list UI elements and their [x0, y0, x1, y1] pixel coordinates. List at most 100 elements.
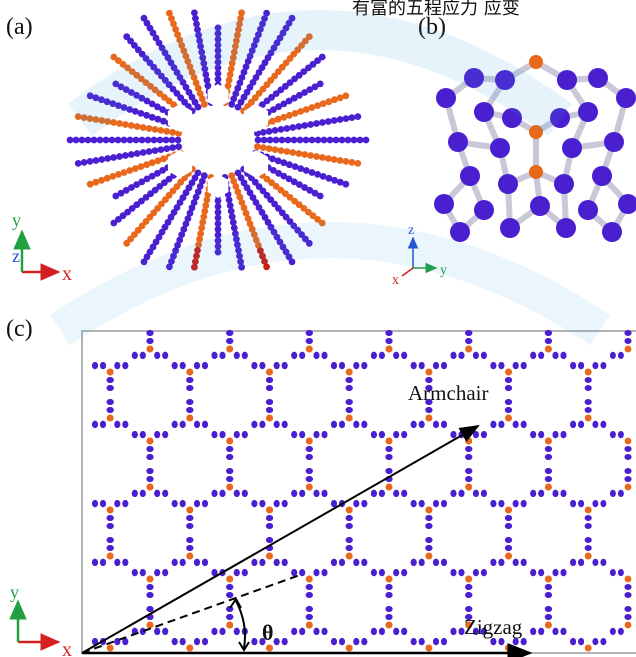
atom: [214, 243, 222, 250]
atom: [313, 431, 320, 439]
atom: [600, 558, 607, 567]
atom: [261, 258, 268, 265]
atom: [464, 68, 484, 88]
atom: [552, 351, 559, 359]
atom: [240, 204, 248, 212]
atom: [167, 213, 175, 221]
atom: [112, 192, 120, 200]
atom: [505, 552, 512, 560]
atom: [214, 220, 222, 228]
atom: [227, 207, 235, 215]
atom: [193, 20, 200, 28]
atom: [165, 97, 173, 105]
atom: [234, 241, 241, 249]
atom: [154, 169, 161, 177]
atom: [297, 108, 305, 115]
atom: [325, 174, 333, 182]
atom: [162, 627, 169, 636]
atom: [578, 102, 598, 122]
atom: [393, 569, 400, 577]
atom: [179, 79, 187, 86]
atom: [202, 362, 208, 370]
panel-a-axes: y z x: [12, 210, 72, 285]
atom: [270, 167, 277, 174]
atom: [344, 136, 352, 144]
atom: [86, 158, 94, 165]
atom: [498, 638, 505, 646]
atom: [592, 166, 612, 186]
atom: [302, 136, 310, 144]
atom: [425, 407, 433, 413]
atom: [283, 148, 291, 155]
atom: [552, 431, 559, 439]
atom: [249, 79, 257, 86]
atom: [146, 606, 154, 612]
atom: [275, 169, 282, 177]
atom: [286, 161, 293, 169]
atom: [285, 97, 293, 105]
atom: [200, 213, 208, 221]
atom: [161, 196, 169, 204]
atom: [166, 9, 173, 17]
atom: [154, 115, 162, 123]
atom: [194, 558, 200, 567]
atom: [172, 247, 180, 255]
atom: [186, 209, 194, 217]
atom: [201, 207, 209, 215]
atom: [560, 351, 567, 359]
atom: [529, 125, 543, 139]
atom: [106, 506, 114, 514]
atom: [180, 225, 188, 233]
atom: [263, 175, 271, 183]
atom: [544, 338, 553, 344]
atom: [265, 145, 273, 153]
atom: [313, 489, 320, 497]
atom: [410, 500, 417, 508]
atom: [624, 454, 632, 460]
atom: [297, 165, 305, 173]
atom: [154, 157, 162, 165]
atom: [273, 233, 281, 241]
atom: [181, 98, 189, 106]
atom: [600, 420, 607, 428]
atom: [305, 239, 313, 247]
atom: [378, 627, 385, 636]
atom: [465, 483, 473, 491]
atom: [313, 153, 320, 160]
atom: [238, 263, 246, 271]
atom: [305, 330, 313, 336]
atom: [259, 129, 267, 136]
atom: [618, 194, 636, 214]
atom: [490, 138, 510, 158]
atom: [342, 158, 350, 165]
atom: [106, 368, 114, 376]
atom: [143, 253, 151, 261]
atom: [191, 9, 198, 17]
atom: [314, 171, 321, 178]
atom: [137, 110, 145, 117]
atom: [131, 231, 138, 239]
atom: [151, 86, 159, 94]
atom: [146, 248, 154, 256]
atom: [147, 190, 155, 198]
atom: [465, 468, 473, 474]
atom: [282, 190, 289, 198]
atom: [214, 197, 222, 205]
atom: [472, 569, 479, 577]
atom: [229, 218, 237, 226]
atom: [255, 31, 262, 39]
atom: [472, 627, 479, 636]
panel-a-axis-x: x: [62, 263, 72, 285]
atom: [495, 70, 515, 90]
atom: [305, 446, 313, 452]
atom: [570, 638, 577, 646]
atom: [122, 362, 129, 370]
atom: [295, 71, 303, 79]
atom: [305, 338, 313, 344]
atom: [162, 489, 169, 497]
atom: [284, 136, 292, 144]
pore: [207, 84, 229, 108]
atom: [458, 489, 465, 497]
atom: [236, 252, 243, 260]
atom: [103, 98, 111, 106]
